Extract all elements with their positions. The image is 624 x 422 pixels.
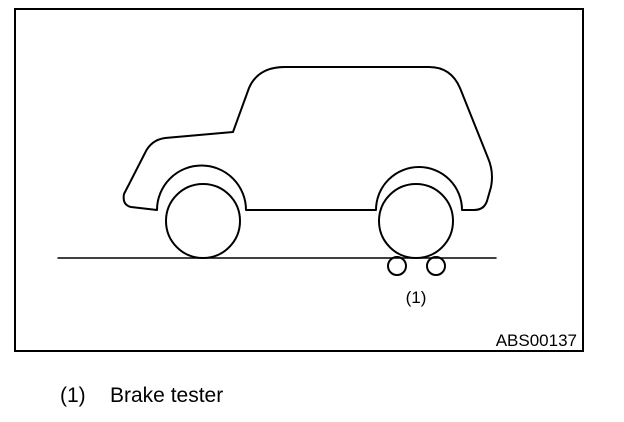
brake-tester-roller-front — [387, 256, 407, 276]
figure-code: ABS00137 — [496, 331, 577, 350]
rear-wheel — [378, 183, 454, 259]
vehicle-body-outline — [122, 66, 493, 211]
legend-item: (1) Brake tester — [60, 383, 223, 409]
legend-item-number: (1) — [60, 384, 86, 407]
brake-tester-roller-rear — [426, 256, 446, 276]
legend-item-text: Brake tester — [110, 384, 224, 407]
figure-frame — [14, 8, 584, 352]
legend: (1) Brake tester — [60, 383, 223, 409]
front-wheel — [165, 183, 241, 259]
brake-tester-callout: (1) — [406, 288, 427, 307]
